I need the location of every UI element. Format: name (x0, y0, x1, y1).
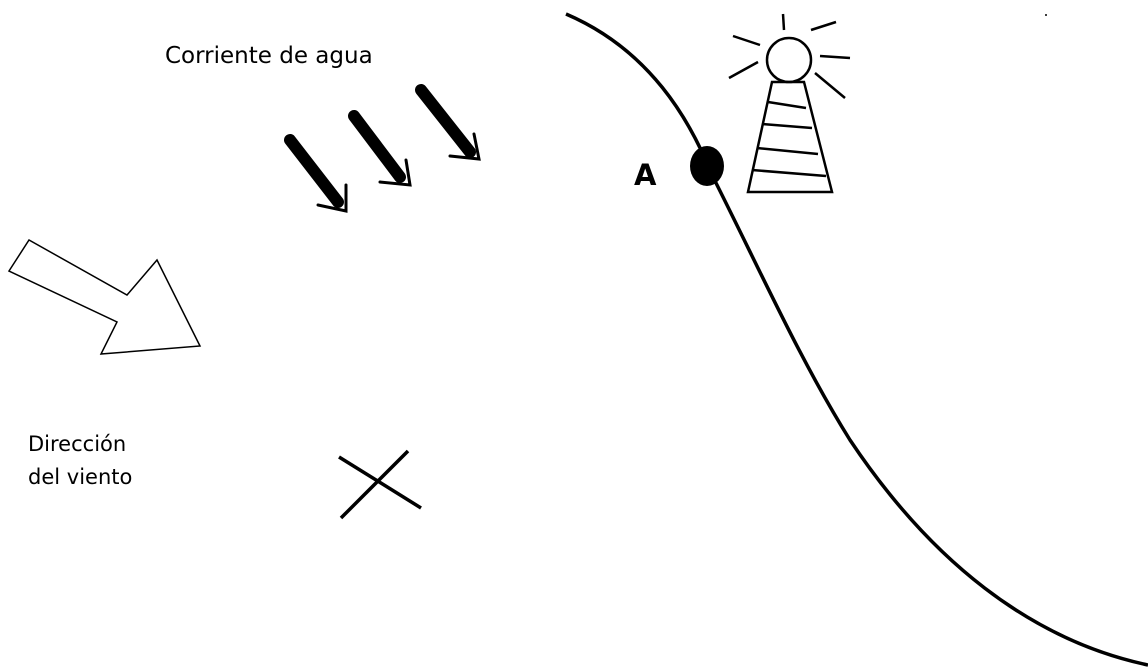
water-current-label: Corriente de agua (165, 43, 373, 69)
speck (1045, 14, 1047, 16)
wind-direction-label: Dirección del viento (28, 428, 132, 494)
current-arrow-icon (284, 84, 481, 213)
point-a-label: A (634, 158, 657, 192)
wind-label-line2: del viento (28, 465, 133, 489)
cross-mark-icon (338, 449, 422, 520)
coastline (565, 12, 1148, 667)
lighthouse-icon (728, 13, 851, 194)
wind-arrow-icon (7, 239, 202, 355)
wind-label-line1: Dirección (28, 432, 127, 456)
point-a-marker (690, 146, 724, 186)
